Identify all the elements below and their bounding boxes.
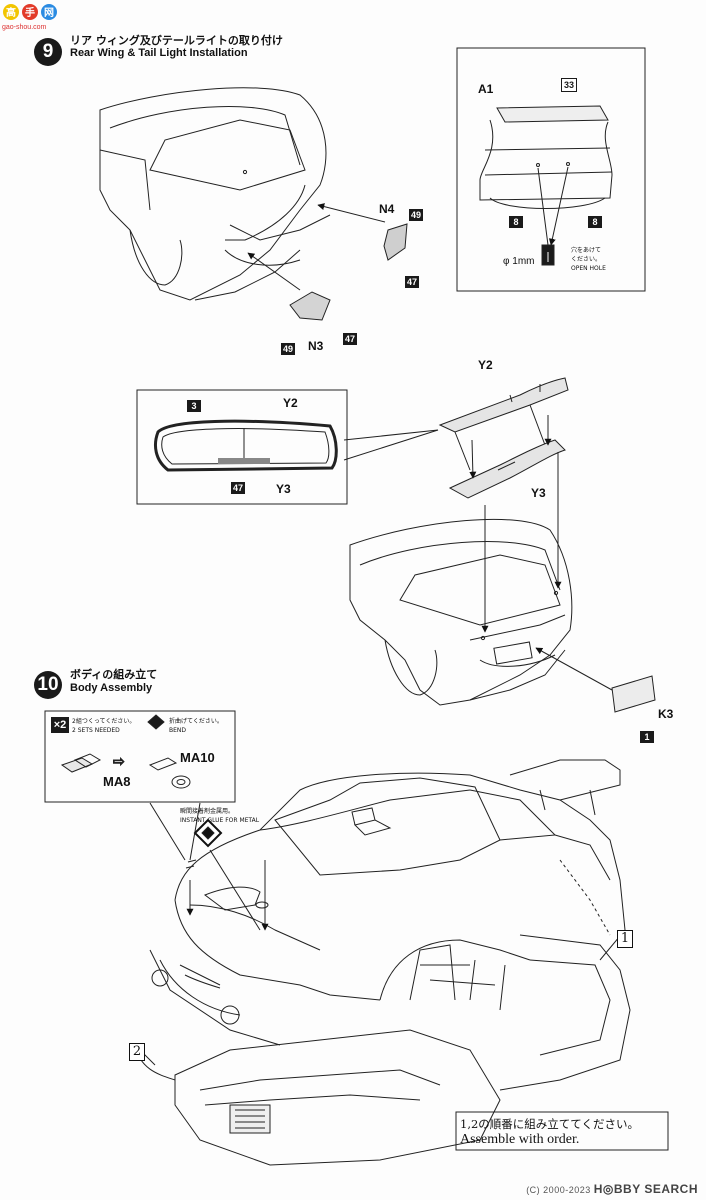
sets-needed-jp: 2組つくってください。 [72, 718, 136, 725]
bend-en: BEND [169, 727, 187, 734]
svg-text:手: 手 [25, 6, 35, 19]
order-marker-1: 1 [617, 930, 633, 948]
note-jp: 1,2の順番に組み立ててください。 [460, 1117, 639, 1131]
inset-box-rear [456, 47, 646, 292]
times-two-icon: ×2 [51, 717, 69, 733]
inset-car-rear [479, 105, 613, 245]
watermark: (C) 2000-2023 H◎BBY SEARCH [526, 1182, 698, 1196]
color-code-47b: 47 [343, 333, 358, 345]
hole-size-label: φ 1mm [503, 256, 535, 267]
glue-en: INSTANT GLUE FOR METAL [180, 817, 260, 824]
part-label-n3: N3 [308, 339, 324, 353]
open-hole-jp-2: ください。 [571, 256, 602, 263]
color-code-49b: 49 [281, 343, 296, 355]
color-code-49a: 49 [409, 209, 424, 221]
color-code-1: 1 [640, 731, 654, 743]
open-hole-jp-1: 穴をあけて [571, 247, 602, 254]
site-logo: 高 手 网 gao-shou.com [0, 0, 70, 32]
watermark-brand: H◎BBY SEARCH [593, 1182, 698, 1196]
watermark-copyright: (C) 2000-2023 [526, 1185, 594, 1195]
step-10-title-jp: ボディの組み立て [70, 668, 158, 681]
glue-jp: 瞬間接着剤金属用。 [180, 808, 235, 815]
part-label-y3: Y3 [531, 486, 546, 500]
note-box [455, 1111, 669, 1151]
part-label-y2: Y2 [478, 358, 493, 372]
step-10-badge: 10 [34, 671, 62, 699]
part-label-k3: K3 [658, 707, 674, 721]
step-9-badge: 9 [34, 38, 62, 66]
svg-text:高: 高 [6, 6, 16, 19]
inset-box-parts [44, 710, 236, 803]
assembly-order-note: 1,2の順番に組み立ててください。 Assemble with order. [460, 1117, 639, 1147]
part-label-a1: A1 [478, 82, 494, 96]
inset-box-wing [136, 389, 348, 505]
svg-text:gao-shou.com: gao-shou.com [2, 24, 47, 31]
car-rear-middle [349, 518, 573, 706]
site-logo-icon: 高 手 网 gao-shou.com [2, 4, 57, 31]
color-code-47c: 47 [231, 482, 246, 494]
note-en: Assemble with order. [460, 1132, 580, 1147]
inset-label-y2: Y2 [283, 396, 298, 410]
color-code-8b: 8 [588, 216, 602, 228]
svg-text:⇨: ⇨ [113, 754, 125, 770]
part-label-ma10: MA10 [180, 750, 215, 765]
color-code-3: 3 [187, 400, 201, 412]
part-label-n4: N4 [379, 202, 395, 216]
inset-label-y3: Y3 [276, 482, 291, 496]
car-body-main [149, 759, 631, 1166]
open-hole-en: OPEN HOLE [571, 265, 606, 272]
bend-jp: 折曲げてください。 [169, 718, 223, 725]
color-code-33: 33 [561, 78, 578, 92]
color-code-8a: 8 [509, 216, 523, 228]
step-9-title-en: Rear Wing & Tail Light Installation [70, 47, 248, 59]
car-rear-top [99, 87, 331, 301]
step-9-title-jp: リア ウィング及びテールライトの取り付け [70, 34, 283, 47]
color-code-47a: 47 [405, 276, 420, 288]
part-label-ma8: MA8 [103, 774, 131, 789]
order-marker-2: 2 [129, 1043, 145, 1061]
svg-text:网: 网 [44, 7, 54, 19]
sets-needed-en: 2 SETS NEEDED [72, 727, 120, 734]
step-10-title-en: Body Assembly [70, 682, 153, 694]
